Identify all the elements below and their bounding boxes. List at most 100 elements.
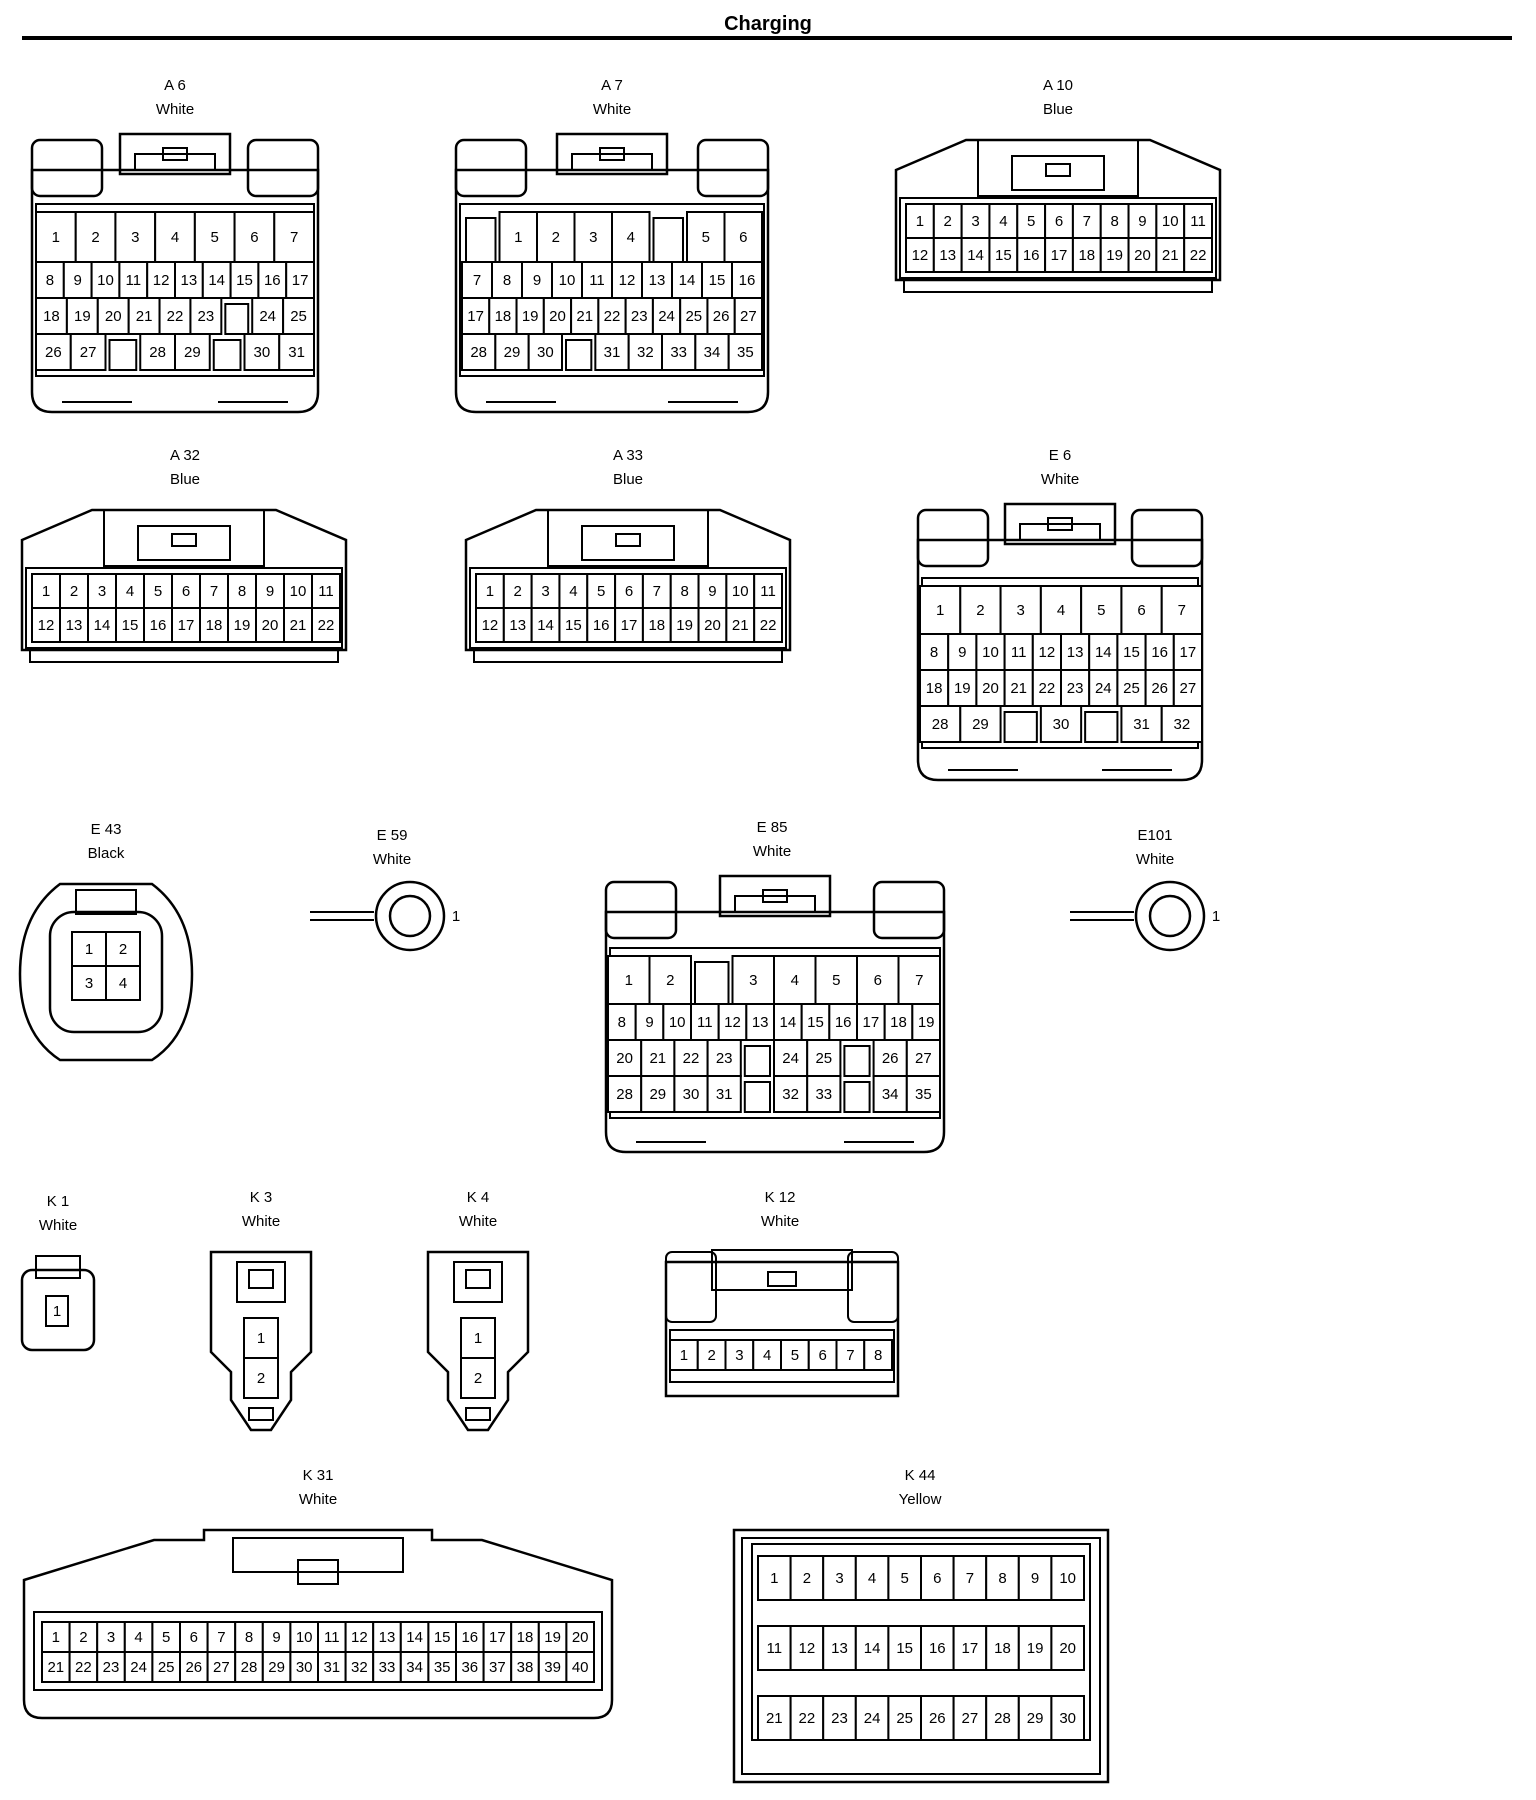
pin-number: 9 — [533, 272, 541, 289]
pin-number: 13 — [509, 617, 526, 634]
pin-blank — [694, 961, 730, 1005]
pin-cell — [551, 261, 583, 299]
pin-cell — [627, 333, 664, 371]
pin-number: 9 — [272, 1629, 280, 1646]
pin-number: 19 — [522, 308, 539, 325]
pin-number: 9 — [1031, 1570, 1039, 1587]
pin-number: 31 — [1133, 716, 1150, 733]
pin-cell — [745, 1003, 775, 1041]
pin-number: 25 — [1123, 680, 1140, 697]
connector-color: White — [1041, 471, 1079, 488]
pin-number: 29 — [268, 1659, 285, 1676]
pin-number: 13 — [66, 617, 83, 634]
pin-number: 11 — [760, 583, 776, 600]
pin-number: 19 — [676, 617, 693, 634]
pin-number: 17 — [862, 1014, 879, 1031]
pin-number: 1 — [53, 1303, 61, 1320]
pin-cell — [278, 333, 315, 371]
pin-number: 1 — [514, 229, 522, 246]
pin-blank — [224, 303, 250, 335]
pin-number: 8 — [930, 644, 938, 661]
pin-number: 25 — [896, 1710, 913, 1727]
latch-tab — [248, 1269, 274, 1289]
latch — [35, 1255, 81, 1279]
connector-id: A 33 — [613, 447, 643, 464]
pin-cell — [959, 705, 1002, 743]
pin-cell — [1183, 203, 1213, 239]
pin-number: 21 — [649, 1050, 666, 1067]
pin-number: 1 — [625, 972, 633, 989]
pin-number: 22 — [75, 1659, 92, 1676]
pin-cell — [65, 297, 99, 335]
pin-cell — [661, 333, 697, 371]
pin-number: 28 — [932, 716, 949, 733]
pin-number: 1 — [42, 583, 50, 600]
pin-number: 10 — [559, 272, 576, 289]
latch — [75, 889, 137, 915]
pin-number: 6 — [190, 1629, 198, 1646]
pin-number: 20 — [704, 617, 721, 634]
pin-number: 4 — [119, 975, 127, 992]
pin-number: 23 — [198, 308, 215, 325]
pin-cell — [283, 607, 313, 643]
pin-number: 29 — [1027, 1710, 1044, 1727]
pin-number: 6 — [874, 972, 882, 989]
pin-cell — [1127, 203, 1158, 239]
pin-cell — [174, 333, 211, 371]
pin-cell — [806, 1075, 842, 1113]
pin-number: 26 — [45, 344, 62, 361]
latch-housing — [103, 510, 265, 567]
pin-cell — [725, 573, 756, 609]
latch-slot — [571, 153, 653, 171]
pin-number: 26 — [882, 1050, 899, 1067]
pin-cell — [706, 1039, 742, 1077]
pin-frame — [33, 1611, 603, 1691]
pin-cell — [1003, 633, 1034, 671]
pin-number: 2 — [257, 1370, 265, 1387]
pin-number: 14 — [967, 247, 984, 264]
connector-color: White — [299, 1491, 337, 1508]
pin-cell — [1017, 1555, 1053, 1601]
connector-body — [20, 1268, 96, 1352]
pin-number: 21 — [766, 1710, 783, 1727]
pin-number: 1 — [257, 1330, 265, 1347]
latch-tab — [599, 147, 625, 161]
left-ear — [454, 138, 528, 198]
pin-number: 10 — [732, 583, 749, 600]
pin-cell — [530, 573, 561, 609]
latch-tab — [762, 889, 788, 903]
pin-number: 31 — [604, 344, 621, 361]
pin-cell — [475, 573, 505, 609]
pin-number: 33 — [670, 344, 687, 361]
pin-cell — [614, 607, 644, 643]
pin-blank — [843, 1045, 871, 1077]
inner-wall — [741, 1537, 1101, 1775]
pin-number: 5 — [901, 1570, 909, 1587]
pin-cell — [68, 1651, 99, 1683]
pin-number: 3 — [1017, 602, 1025, 619]
pin-number: 22 — [1039, 680, 1056, 697]
pin-number: 31 — [288, 344, 305, 361]
connector-color: White — [459, 1213, 497, 1230]
pin-cell — [789, 1695, 825, 1741]
pin-number: 8 — [680, 583, 688, 600]
pin-number: 19 — [918, 1014, 935, 1031]
pin-number: 30 — [537, 344, 554, 361]
pin-number: 12 — [482, 617, 499, 634]
connector-color: White — [753, 843, 791, 860]
pin-number: 6 — [933, 1570, 941, 1587]
pin-number: 2 — [944, 213, 952, 230]
pin-number: 18 — [206, 617, 223, 634]
pin-number: 16 — [264, 272, 281, 289]
pin-cell — [988, 203, 1019, 239]
pin-cell — [1120, 585, 1163, 635]
pin-blank — [743, 1045, 771, 1077]
pin-number: 13 — [831, 1640, 848, 1657]
pin-cell — [565, 1651, 596, 1683]
pin-number: 2 — [514, 583, 522, 600]
pin-cell — [35, 211, 77, 263]
pin-number: 7 — [846, 1347, 854, 1364]
connector-id: K 44 — [905, 1467, 936, 1484]
